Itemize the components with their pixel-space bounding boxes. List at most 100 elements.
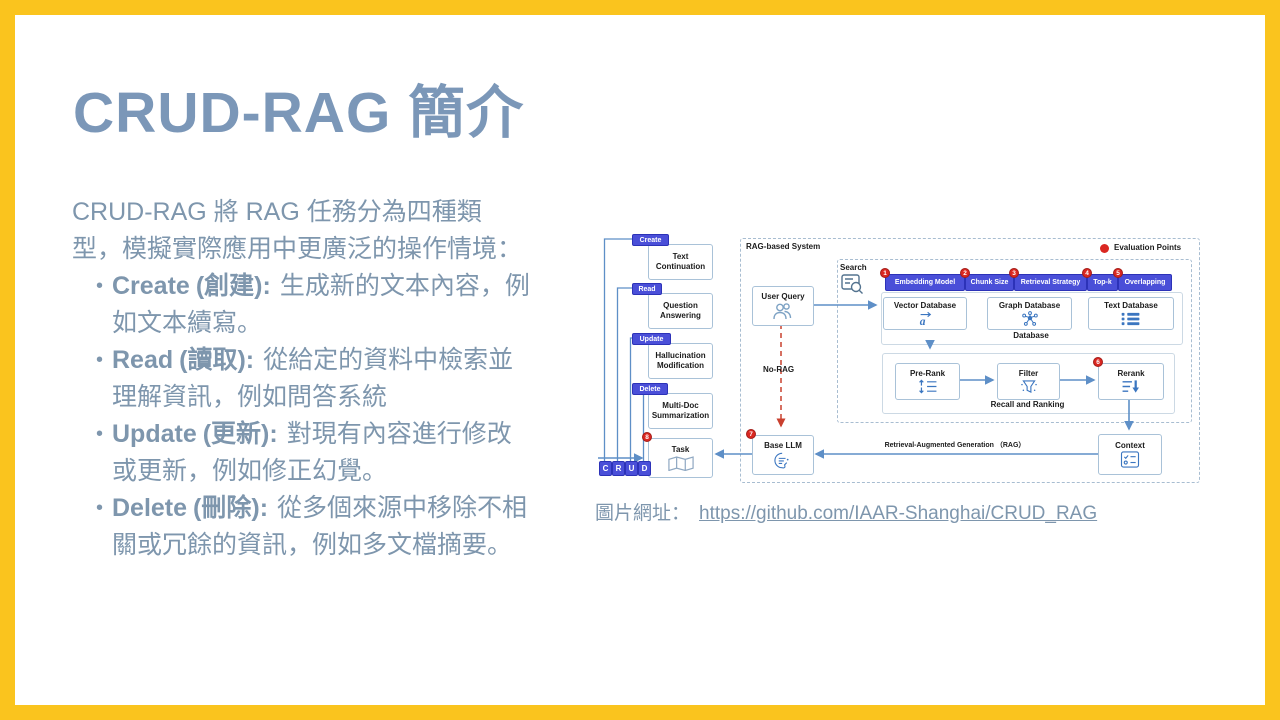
bullet-term: Create	[112, 272, 190, 300]
multi-doc-summarization-box: Multi-Doc Summarization	[648, 393, 713, 429]
crud-letter-r: R	[612, 461, 625, 476]
eval-point-8: 8	[642, 432, 652, 442]
create-badge: Create	[632, 234, 669, 246]
rag-arrow-label: Retrieval-Augmented Generation （RAG）	[884, 442, 1026, 449]
box-label: Context	[1115, 440, 1145, 450]
param-retrieval-strategy: Retrieval Strategy	[1014, 274, 1087, 291]
vector-database-box: Vector Database a	[883, 297, 967, 330]
eval-point-7: 7	[746, 429, 756, 439]
search-label: Search	[840, 263, 867, 272]
box-label: Pre-Rank	[909, 368, 946, 378]
pre-rank-box: Pre-Rank	[895, 363, 960, 400]
body-text: CRUD-RAG 將 RAG 任務分為四種類型，模擬實際應用中更廣泛的操作情境：…	[72, 194, 530, 564]
box-label: Rerank	[1117, 368, 1145, 378]
graph-network-icon	[1021, 311, 1038, 327]
database-group-label: Database	[1013, 331, 1049, 340]
bullet-desc: 生成新的文本內容，例如文本續寫。	[112, 272, 530, 337]
bullet-term: Update	[112, 420, 197, 448]
connector-lines	[598, 238, 1134, 463]
database-group-border	[881, 292, 1183, 345]
bullet-desc: 從多個來源中移除不相關或冗餘的資訊，例如多文檔摘要。	[112, 494, 528, 559]
context-box: Context	[1098, 434, 1162, 475]
image-source-caption: 圖片網址： https://github.com/IAAR-Shanghai/CR…	[595, 498, 1097, 525]
rerank-box: Rerank	[1098, 363, 1164, 400]
box-label: Task	[671, 445, 690, 455]
source-link[interactable]: https://github.com/IAAR-Shanghai/CRUD_RA…	[699, 503, 1098, 524]
ai-head-icon	[774, 452, 789, 469]
crud-letter-d: D	[638, 461, 651, 476]
checklist-icon	[1120, 451, 1140, 468]
text-database-box: Text Database	[1088, 297, 1174, 330]
bullet-zh: (更新):	[202, 420, 278, 448]
evaluation-points-label: Evaluation Points	[1114, 243, 1182, 252]
bullet-delete: Delete(刪除):從多個來源中移除不相關或冗餘的資訊，例如多文檔摘要。	[72, 490, 530, 564]
svg-text:a: a	[920, 316, 926, 326]
box-label: Filter	[1018, 368, 1039, 378]
filter-box: Filter	[997, 363, 1060, 400]
box-label: Text Database	[1104, 301, 1158, 311]
hallucination-modification-box: Hallucination Modification	[648, 343, 713, 379]
page-title: CRUD-RAG 簡介	[73, 81, 525, 145]
bullet-create: Create(創建):生成新的文本內容，例如文本續寫。	[72, 268, 530, 342]
bullet-zh: (讀取):	[179, 346, 255, 374]
graph-database-box: Graph Database	[987, 297, 1072, 330]
bullet-desc: 從給定的資料中檢索並理解資訊，例如問答系統	[112, 346, 514, 411]
eval-point-1: 1	[880, 268, 890, 278]
eval-point-2: 2	[960, 268, 970, 278]
box-label: Graph Database	[998, 300, 1061, 310]
eval-point-6: 6	[1093, 357, 1103, 367]
rag-system-border	[740, 238, 1200, 483]
param-overlapping: Overlapping	[1118, 274, 1172, 291]
box-label: User Query	[761, 291, 805, 301]
box-label: Vector Database	[893, 300, 957, 310]
sort-arrows-icon	[918, 379, 936, 394]
bullet-term: Delete	[112, 494, 188, 522]
recall-group-border	[882, 353, 1175, 414]
caption-label: 圖片網址：	[595, 503, 691, 524]
vector-a-icon: a	[920, 312, 932, 326]
param-top-k: Top-k	[1087, 274, 1118, 291]
param-chunk-size: Chunk Size	[965, 274, 1014, 291]
search-section-border	[837, 259, 1192, 423]
box-label: Text Continuation	[655, 252, 706, 271]
open-map-icon	[667, 455, 694, 471]
list-down-arrow-icon	[1122, 380, 1139, 393]
update-badge: Update	[632, 333, 671, 345]
task-box: Task	[648, 438, 713, 478]
bullet-desc: 對現有內容進行修改或更新，例如修正幻覺。	[112, 420, 512, 485]
bullet-zh: (刪除):	[193, 494, 269, 522]
eval-point-4: 4	[1082, 268, 1092, 278]
param-embedding-model: Embedding Model	[885, 274, 965, 291]
text-continuation-box: Text Continuation	[648, 244, 713, 280]
delete-badge: Delete	[632, 383, 668, 395]
box-label: Hallucination Modification	[655, 351, 706, 370]
red-dot-icon	[1100, 244, 1109, 253]
bullet-zh: (創建):	[195, 272, 271, 300]
base-llm-box: Base LLM	[752, 435, 814, 475]
recall-group-label: Recall and Ranking	[990, 400, 1065, 409]
user-query-box: User Query	[752, 286, 814, 326]
no-rag-label: No-RAG	[763, 365, 795, 374]
users-icon	[773, 303, 792, 320]
funnel-icon	[1020, 380, 1037, 394]
box-label: Multi-Doc Summarization	[651, 401, 710, 420]
intro-paragraph: CRUD-RAG 將 RAG 任務分為四種類型，模擬實際應用中更廣泛的操作情境：	[72, 198, 523, 263]
box-label: Question Answering	[660, 301, 701, 320]
crud-letter-c: C	[599, 461, 612, 476]
list-icon	[1121, 312, 1140, 325]
question-answering-box: Question Answering	[648, 293, 713, 329]
bullet-list: Create(創建):生成新的文本內容，例如文本續寫。 Read(讀取):從給定…	[72, 268, 530, 564]
box-label: Base LLM	[764, 441, 802, 451]
bullet-term: Read	[112, 346, 174, 374]
bullet-update: Update(更新):對現有內容進行修改或更新，例如修正幻覺。	[72, 416, 530, 490]
eval-point-5: 5	[1113, 268, 1123, 278]
document-search-icon	[841, 274, 863, 294]
crud-rag-architecture-figure: Create Text Continuation Read Question A…	[595, 228, 1205, 486]
crud-letter-u: U	[625, 461, 638, 476]
rag-system-label: RAG-based System	[746, 242, 821, 251]
crud-bracket-lines	[603, 238, 645, 461]
eval-point-3: 3	[1009, 268, 1019, 278]
flow-arrows	[598, 300, 1134, 463]
read-badge: Read	[632, 283, 662, 295]
